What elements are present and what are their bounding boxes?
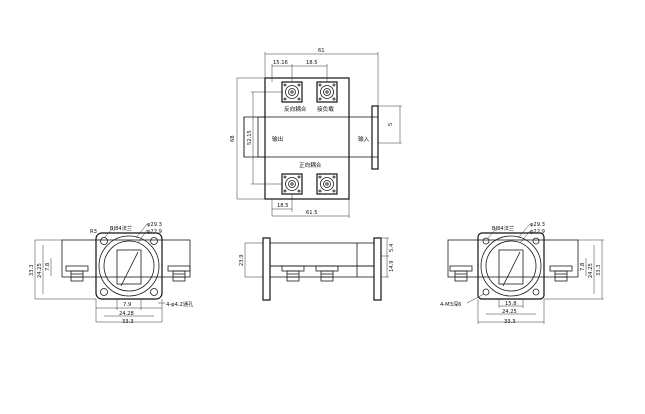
- reverse-coupler-connector: [281, 81, 303, 103]
- right-waveguide-opening: [498, 249, 524, 285]
- dim-right-edge: 5: [388, 123, 394, 126]
- left-flange: [95, 232, 163, 300]
- right-flange: [477, 232, 545, 300]
- left-dim-phi293: φ29.3: [147, 222, 162, 228]
- left-waveguide-opening: [116, 249, 142, 285]
- right-dim-phi229: φ22.9: [530, 229, 545, 235]
- right-dim-h2425: 24.25: [588, 263, 594, 278]
- load-connector: [316, 81, 338, 103]
- middle-dim-r54: 5.4: [389, 243, 395, 252]
- right-flange-outer-circle: [480, 235, 542, 297]
- label-reverse-coupler: 反向耦合: [284, 105, 307, 113]
- right-view-connector-right: [549, 265, 573, 282]
- left-label-holes: 4-φ4.2通孔: [166, 300, 194, 308]
- left-dim-r3: R3: [90, 229, 97, 235]
- dim-port-offset: 15.16: [273, 60, 288, 66]
- left-dim-phi229: φ22.9: [147, 229, 162, 235]
- left-dim-h78: 7.8: [45, 263, 51, 271]
- right-side-body: [447, 239, 579, 278]
- middle-left-flange: [262, 237, 271, 301]
- middle-connector-2: [315, 265, 339, 282]
- left-view: R3 φ29.3 φ22.9 BJ84法兰 33.3 24.25 7.8 7.9…: [29, 222, 194, 325]
- right-dim-w158: 15.8: [505, 301, 517, 307]
- middle-connector-1: [281, 265, 305, 282]
- right-dim-w2425: 24.25: [502, 309, 517, 315]
- left-dim-h2425: 24.25: [37, 263, 43, 278]
- middle-dim-r149: 14.9: [389, 260, 395, 272]
- right-dim-h333: 33.3: [596, 264, 602, 276]
- dim-bottom-port: 18.5: [277, 203, 289, 209]
- right-label-flange: BJ84法兰: [492, 224, 514, 232]
- dim-port-spacing: 18.5: [306, 60, 318, 66]
- left-dim-h333: 33.3: [29, 264, 35, 276]
- right-flange-inner-circle: [485, 240, 537, 292]
- middle-dim-h239: 23.9: [239, 254, 245, 266]
- output-side: [257, 116, 266, 158]
- left-flange-outer-circle: [98, 235, 160, 297]
- dim-inner-height: 52.15: [247, 130, 253, 145]
- label-forward-coupler: 正向耦合: [299, 161, 322, 169]
- left-side-body: [61, 239, 191, 278]
- middle-body-top: [269, 242, 375, 267]
- right-label-threads: 4-M3深6: [440, 300, 461, 308]
- left-label-flange: BJ84法兰: [110, 224, 132, 232]
- label-load-port: 接负载: [317, 105, 334, 113]
- dim-bottom-width: 61.5: [306, 210, 318, 216]
- left-dim-w79: 7.9: [123, 302, 131, 308]
- top-view: 61 15.16 18.5 5 68 52.15 18.5 61.5 反向耦合 …: [230, 48, 402, 218]
- right-view: φ29.3 φ22.9 BJ84法兰 4-M3深6 15.8 24.25 33.…: [440, 222, 604, 325]
- left-view-connector-right: [167, 265, 191, 282]
- forward-second-connector: [316, 173, 338, 195]
- middle-right-flange: [373, 237, 382, 301]
- label-output: 输出: [272, 135, 283, 143]
- dim-height: 68: [230, 135, 236, 142]
- dim-overall-width: 61: [318, 48, 325, 54]
- middle-body-bottom: [269, 265, 375, 278]
- left-view-connector-left: [65, 265, 89, 282]
- middle-view: 23.9 5.4 14.9: [239, 237, 395, 301]
- label-input: 输入: [358, 135, 370, 143]
- right-view-connector-left: [449, 265, 473, 282]
- right-dim-w333: 33.3: [504, 319, 516, 325]
- input-flange: [371, 105, 379, 170]
- left-dim-w2428: 24.28: [119, 311, 134, 317]
- right-dim-h78: 7.8: [580, 263, 586, 271]
- left-dim-w333: 33.3: [122, 319, 134, 325]
- left-flange-inner-circle: [103, 240, 155, 292]
- right-dim-phi293: φ29.3: [530, 222, 545, 228]
- forward-coupler-connector: [281, 173, 303, 195]
